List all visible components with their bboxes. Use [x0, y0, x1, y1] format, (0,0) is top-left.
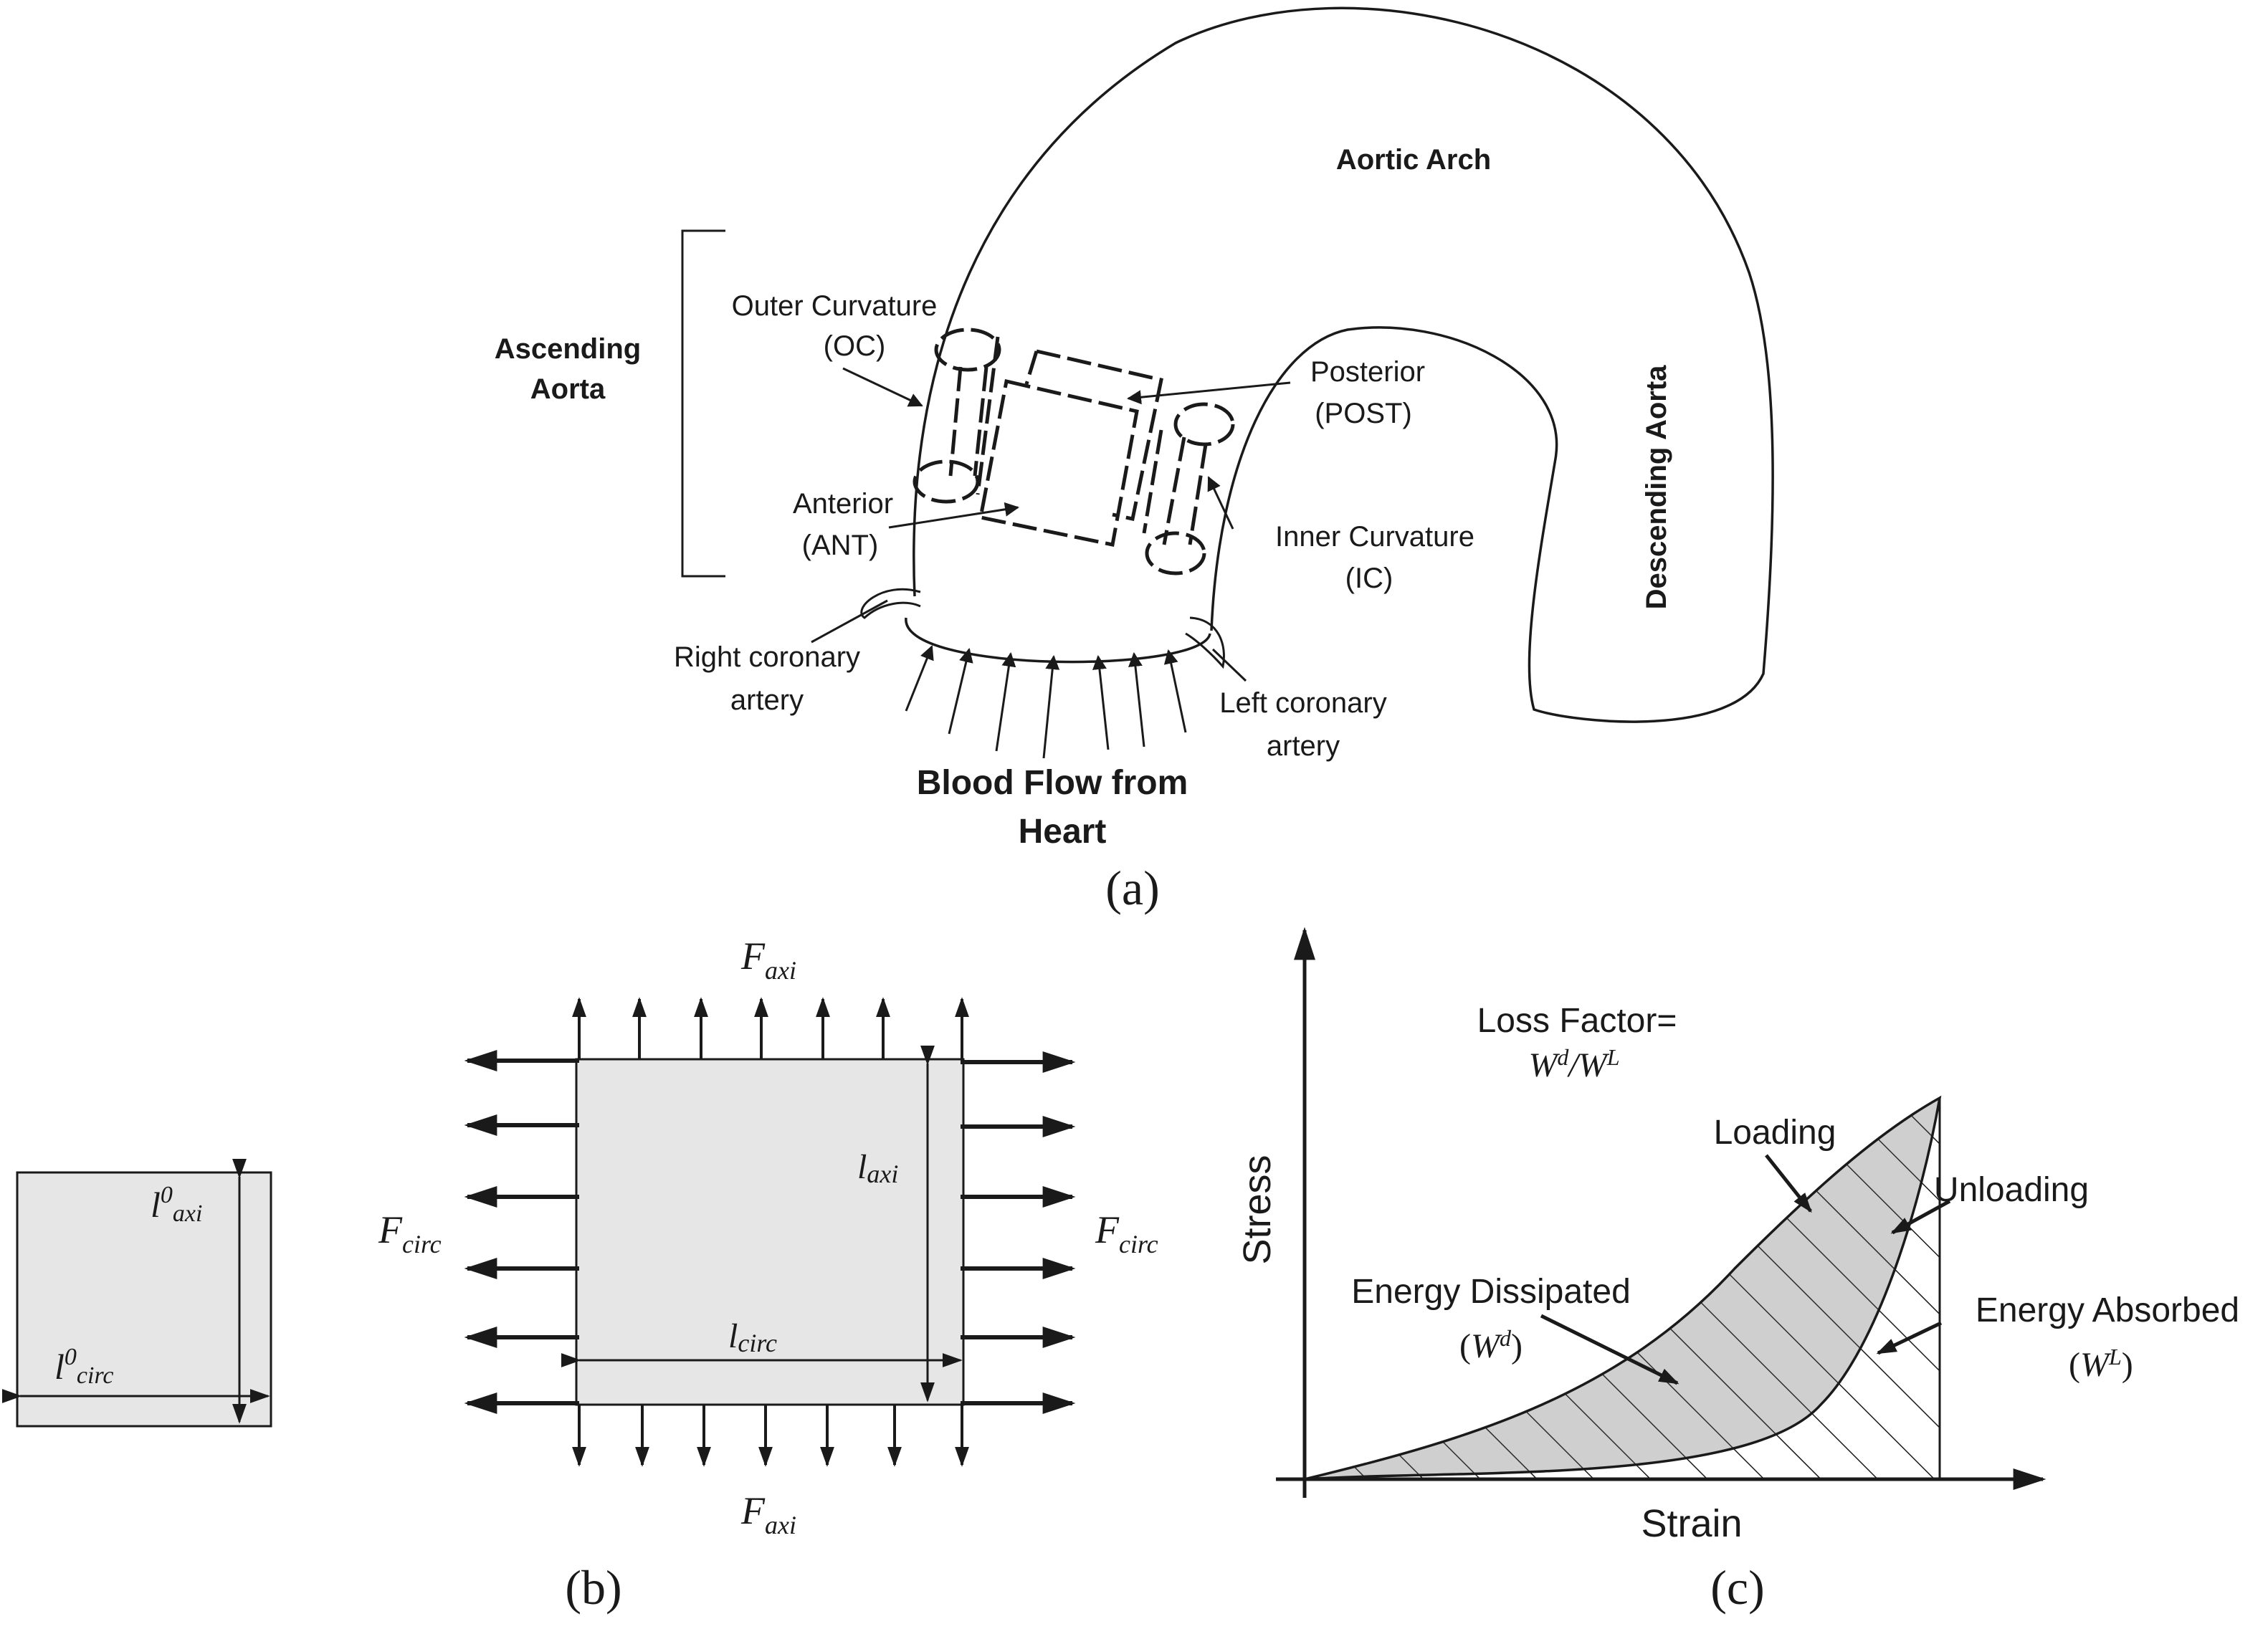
- left-coronary-artery-shape: [1185, 616, 1225, 669]
- outer-curvature-label-line1: Outer Curvature: [732, 290, 938, 322]
- ic-leader-arrow: [1207, 476, 1234, 530]
- l-axi-label: laxi: [857, 1148, 898, 1188]
- deformed-specimen: [575, 1058, 965, 1406]
- ant-leader-arrow: [888, 502, 1019, 529]
- ant-specimen: [978, 378, 1139, 547]
- loss-factor-formula: Wd/WL: [1528, 1044, 1619, 1084]
- wd-label: (Wd): [1459, 1325, 1523, 1365]
- energy-absorbed-label: Energy Absorbed: [1976, 1291, 2239, 1329]
- blood-flow-label-line1: Blood Flow from: [917, 764, 1188, 802]
- caption-c: (c): [1710, 1560, 1764, 1615]
- f-axi-bottom-label: Faxi: [740, 1489, 796, 1539]
- loading-label: Loading: [1714, 1114, 1836, 1152]
- left-coronary-leader: [1211, 648, 1247, 682]
- panel-b: l0axi l0circ: [1, 935, 1158, 1615]
- f-axi-bottom-arrows: [572, 1405, 969, 1467]
- energy-dissipated-hatch: [1305, 1098, 1940, 1479]
- strain-axis-label: Strain: [1641, 1502, 1742, 1545]
- left-coronary-label-line1: Left coronary: [1219, 687, 1386, 719]
- caption-b: (b): [565, 1560, 621, 1615]
- blood-flow-label-line2: Heart: [1019, 813, 1107, 851]
- l0-circ-label: l0circ: [54, 1344, 114, 1389]
- post-leader-arrow: [1127, 381, 1291, 405]
- left-coronary-label-line2: artery: [1267, 730, 1340, 762]
- anterior-label-line2: (ANT): [802, 530, 879, 561]
- posterior-label-line1: Posterior: [1310, 356, 1425, 388]
- posterior-label-line2: (POST): [1315, 398, 1412, 429]
- loading-arrow: [1765, 1154, 1812, 1213]
- panel-c: Loss Factor= Wd/WL Loading Unloading Ene…: [1236, 927, 2239, 1615]
- f-circ-right-arrows: [961, 1051, 1076, 1414]
- anterior-label-line1: Anterior: [793, 488, 893, 520]
- f-circ-left-label: Fcirc: [378, 1208, 442, 1258]
- energy-dissipated-label: Energy Dissipated: [1351, 1273, 1631, 1311]
- f-circ-right-label: Fcirc: [1095, 1208, 1158, 1258]
- right-coronary-artery-shape: [860, 588, 921, 619]
- l-circ-label: lcirc: [728, 1317, 777, 1357]
- aortic-arch-label: Aortic Arch: [1336, 144, 1491, 176]
- post-specimen: [1024, 349, 1163, 521]
- f-circ-left-arrows: [464, 1050, 579, 1414]
- energy-absorbed-arrow: [1876, 1321, 1943, 1355]
- blood-flow-arrows: [905, 645, 1187, 759]
- energy-dissipated-arrow: [1540, 1314, 1679, 1385]
- oc-leader-arrow: [842, 367, 923, 407]
- caption-a: (a): [1105, 861, 1159, 915]
- right-coronary-label-line1: Right coronary: [674, 641, 860, 673]
- f-axi-top-arrows: [572, 997, 969, 1059]
- oc-specimen: [913, 328, 1001, 504]
- ascending-aorta-label-line1: Ascending: [495, 333, 641, 365]
- aortic-root-ellipse: [905, 617, 1211, 664]
- stress-axis-label: Stress: [1236, 1155, 1279, 1264]
- panel-a: Aortic Arch Ascending Aorta Descending A…: [495, 6, 1774, 915]
- l0-axi-label: l0axi: [151, 1182, 202, 1227]
- ascending-aorta-bracket: [681, 229, 725, 578]
- wl-label: (WL): [2069, 1344, 2133, 1384]
- ic-specimen: [1142, 402, 1235, 575]
- right-coronary-label-line2: artery: [730, 684, 804, 716]
- inner-curvature-label-line1: Inner Curvature: [1275, 521, 1474, 553]
- right-coronary-leader: [811, 599, 888, 644]
- outer-curvature-label-line2: (OC): [824, 330, 886, 362]
- unloading-arrow: [1890, 1199, 1951, 1235]
- aorta-outline: [913, 6, 1774, 723]
- loss-factor-label: Loss Factor=: [1477, 1002, 1677, 1040]
- ascending-aorta-label-line2: Aorta: [530, 373, 606, 405]
- inner-curvature-label-line2: (IC): [1345, 563, 1393, 594]
- unloading-label: Unloading: [1934, 1171, 2089, 1209]
- f-axi-top-label: Faxi: [740, 935, 796, 985]
- undeformed-specimen: [16, 1171, 272, 1428]
- energy-absorbed-region: [1305, 1098, 1940, 1479]
- descending-aorta-label: Descending Aorta: [1641, 365, 1672, 610]
